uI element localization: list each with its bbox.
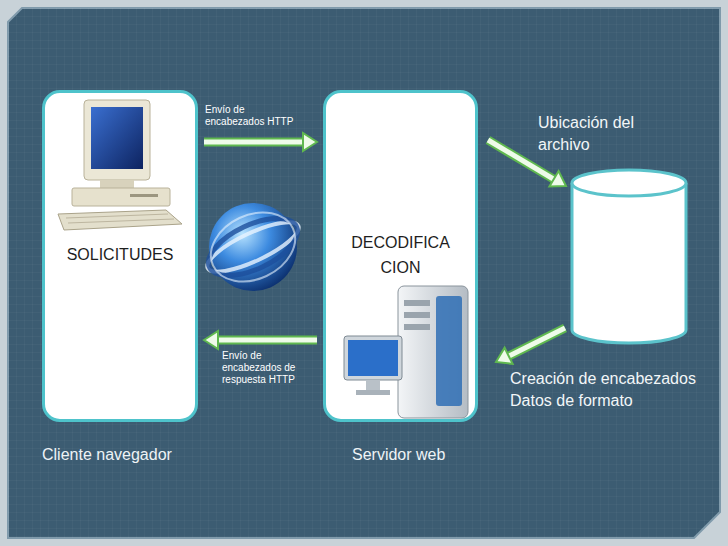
computer-illustration	[130, 194, 158, 197]
server-illustration	[366, 380, 380, 390]
server-illustration	[404, 312, 430, 318]
arrow-shaft	[216, 338, 317, 343]
grid-texture	[8, 8, 720, 538]
globe-illustration	[200, 199, 307, 294]
computer-illustration	[58, 210, 182, 230]
edge-label: Envío de encabezados HTTP	[205, 104, 305, 128]
flow-note: Datos de formato	[510, 390, 633, 412]
server-illustration	[398, 286, 468, 418]
database-cylinder	[572, 170, 686, 343]
database-cylinder	[572, 170, 686, 196]
http-arrow	[204, 331, 317, 349]
slide-panel	[8, 8, 720, 538]
box-title: SOLICITUDES	[45, 243, 195, 268]
arrow-outline	[204, 138, 305, 147]
server-illustration	[348, 340, 398, 376]
box-caption: Cliente navegador	[42, 443, 172, 468]
format-arrow	[507, 328, 565, 357]
server-illustration	[356, 390, 390, 395]
server-illustration	[344, 286, 468, 418]
server-illustration	[436, 296, 462, 406]
server-illustration	[344, 336, 402, 380]
box-caption: Servidor web	[352, 443, 445, 468]
flow-note: Creación de encabezados	[510, 368, 696, 390]
globe-illustration	[200, 207, 306, 287]
arrow-head	[303, 133, 317, 151]
computer-illustration	[72, 188, 170, 206]
computer-illustration	[58, 100, 182, 230]
computer-illustration	[84, 100, 150, 180]
globe-illustration	[200, 199, 307, 294]
edge-label: Envío de encabezados de respuesta HTTP	[222, 350, 308, 386]
database-cylinder	[572, 183, 686, 343]
format-arrow	[507, 328, 565, 357]
location-arrow	[549, 171, 566, 186]
format-arrow	[496, 348, 513, 364]
server-illustration	[404, 324, 430, 330]
computer-illustration	[66, 214, 168, 218]
server-illustration	[404, 300, 430, 306]
computer-illustration	[91, 107, 143, 169]
http-arrow	[204, 133, 317, 151]
arrow-head	[204, 331, 218, 349]
computer-illustration	[100, 180, 134, 188]
computer-illustration	[68, 219, 174, 223]
box-title: DECODIFICA CION	[326, 231, 475, 281]
flow-note: Ubicación del archivo	[538, 112, 660, 157]
arrow-shaft	[204, 140, 305, 145]
arrow-outline	[216, 336, 317, 345]
format-arrow	[496, 328, 565, 364]
